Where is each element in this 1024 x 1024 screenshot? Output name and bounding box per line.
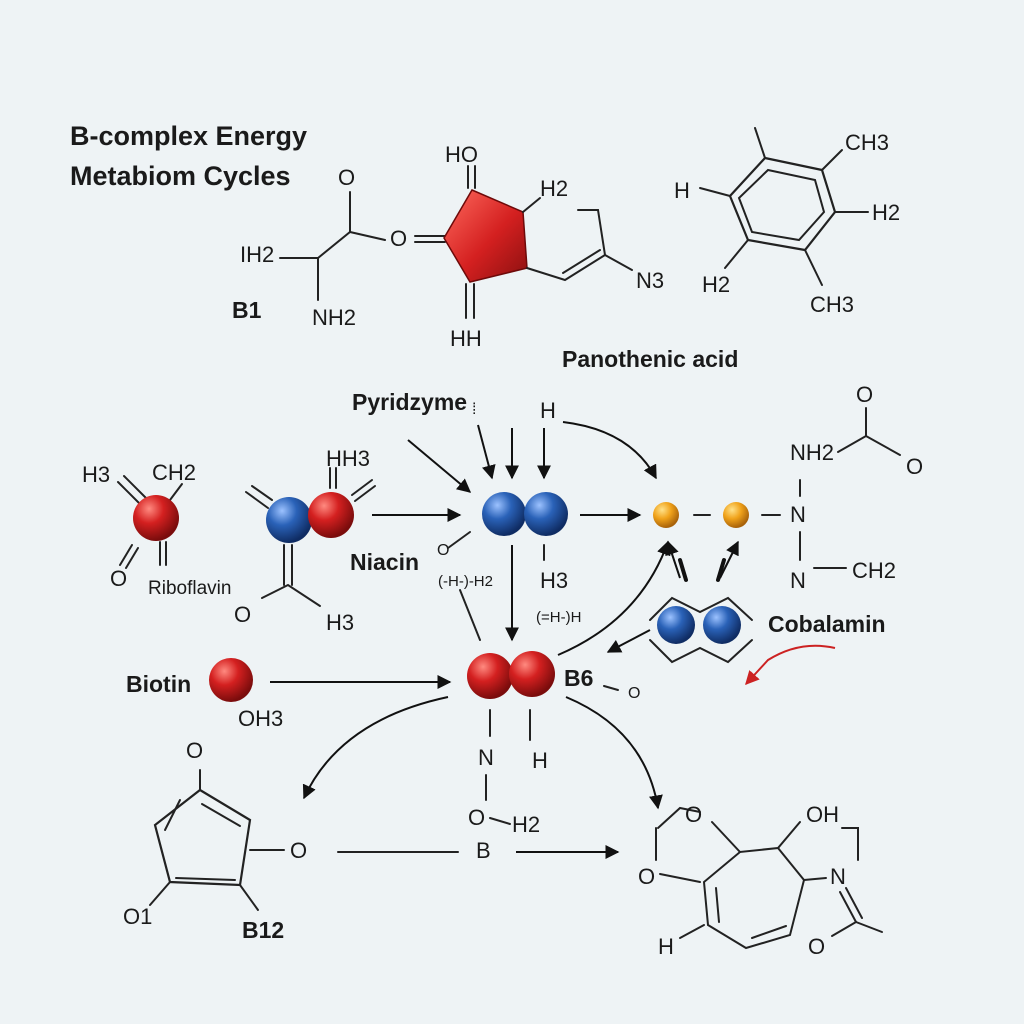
- center-n: N: [478, 745, 494, 770]
- b12-o1: O1: [123, 904, 152, 929]
- pair-blue-atom: [266, 497, 312, 543]
- riboflavin-h3: H3: [82, 462, 110, 487]
- chain-nh2: NH2: [790, 440, 834, 465]
- pentagon-hh: HH: [450, 326, 482, 351]
- pyridzyme-mark: ⁞: [472, 401, 476, 418]
- riboflavin-o: O: [110, 566, 127, 591]
- niacin-o: O: [437, 542, 449, 559]
- orange-atom-1: [653, 502, 679, 528]
- center-h: H: [532, 748, 548, 773]
- red-pentagon: [443, 189, 528, 283]
- benzene-h2-right: H2: [872, 200, 900, 225]
- title-line-2: Metabiom Cycles: [70, 161, 291, 191]
- pair-hh3: HH3: [326, 446, 370, 471]
- fused-ring-molecule: O O H OH N O: [638, 802, 883, 959]
- center-blue-atom-2: [524, 492, 568, 536]
- benzene-molecule: CH3 H2 CH3 H2 H: [674, 127, 900, 317]
- chain-n-2: N: [790, 568, 806, 593]
- pyridzyme-h: H: [540, 398, 556, 423]
- b-label: B: [476, 838, 491, 863]
- pair-o: O: [234, 602, 251, 627]
- biotin-oh3: OH3: [238, 706, 283, 731]
- cobalamin-label: Cobalamin: [768, 611, 886, 637]
- pair-h3: H3: [326, 610, 354, 635]
- arrow-h-to-orange: [562, 421, 657, 480]
- cobalamin-blue-atom-2: [703, 606, 741, 644]
- center-red-atom-2: [509, 651, 555, 697]
- orange-atom-2: [723, 502, 749, 528]
- biotin-label: Biotin: [126, 671, 191, 697]
- b1-oxygen-right: O: [390, 226, 407, 251]
- niacin-scribble: (-H-)-H2: [438, 573, 493, 590]
- b6-label: B6: [564, 665, 593, 691]
- pentagon-h2: H2: [540, 176, 568, 201]
- ring-h: H: [658, 934, 674, 959]
- ring-o-left: O: [638, 864, 655, 889]
- arrow-cobalamin-up-2: [719, 540, 739, 579]
- chain-ch2: CH2: [852, 558, 896, 583]
- b1-oxygen-top: O: [338, 165, 355, 190]
- ring-o-bottom: O: [808, 934, 825, 959]
- pyridzyme-label: Pyridzyme: [352, 389, 467, 415]
- pentagon-n3: N3: [636, 268, 664, 293]
- riboflavin-label: Riboflavin: [148, 578, 231, 599]
- title-line-1: B-complex Energy: [70, 121, 307, 151]
- chain-o-right: O: [906, 454, 923, 479]
- b12-label: B12: [242, 917, 284, 943]
- chain-n-1: N: [790, 502, 806, 527]
- arrow-b6-to-orange: [557, 540, 671, 656]
- b12-o-top: O: [186, 738, 203, 763]
- benzene-h: H: [674, 178, 690, 203]
- benzene-ch3-bottom: CH3: [810, 292, 854, 317]
- niacin-label: Niacin: [350, 549, 419, 575]
- cobalamin-blue-atom-1: [657, 606, 695, 644]
- benzene-h2-left: H2: [702, 272, 730, 297]
- pentagon-molecule: HO H2 N3 HH: [414, 142, 664, 351]
- center-o: O: [468, 805, 485, 830]
- b1-molecule: O O IH2 NH2 B1: [232, 165, 407, 330]
- center-blue-atom-1: [482, 492, 526, 536]
- riboflavin-molecule: H3 CH2 O Riboflavin: [82, 460, 231, 599]
- ring-o-top: O: [685, 802, 702, 827]
- riboflavin-ch2: CH2: [152, 460, 196, 485]
- center-h3: H3: [540, 568, 568, 593]
- b1-ih2: IH2: [240, 242, 274, 267]
- b12-o-right: O: [290, 838, 307, 863]
- b12-molecule: O O O1 B12: [123, 738, 307, 943]
- riboflavin-red-atom: [133, 495, 179, 541]
- arrow-pyridzyme-in: [407, 439, 472, 493]
- cobalamin-red-arrow: [745, 644, 836, 686]
- ring-n: N: [830, 864, 846, 889]
- pentagon-ho: HO: [445, 142, 478, 167]
- b1-label: B1: [232, 297, 262, 323]
- biotin-red-atom: [209, 658, 253, 702]
- arrow-b6-to-b12: [302, 696, 449, 800]
- b6-scribble: (=H-)H: [536, 609, 581, 626]
- b1-nh2: NH2: [312, 305, 356, 330]
- blue-red-pair: HH3 O H3: [234, 446, 376, 635]
- pair-red-atom: [308, 492, 354, 538]
- chain-o-top: O: [856, 382, 873, 407]
- center-red-atom-1: [467, 653, 513, 699]
- b6-mark: O: [628, 685, 640, 702]
- panothenic-acid-label: Panothenic acid: [562, 346, 738, 372]
- center-h2: H2: [512, 812, 540, 837]
- arrow-b6-to-ring: [565, 696, 663, 810]
- arrow-cobalamin-to-b6: [606, 629, 651, 653]
- ring-oh: OH: [806, 802, 839, 827]
- arrow-down-1: [477, 424, 496, 480]
- cobalamin-group: [649, 558, 753, 664]
- benzene-ch3-top: CH3: [845, 130, 889, 155]
